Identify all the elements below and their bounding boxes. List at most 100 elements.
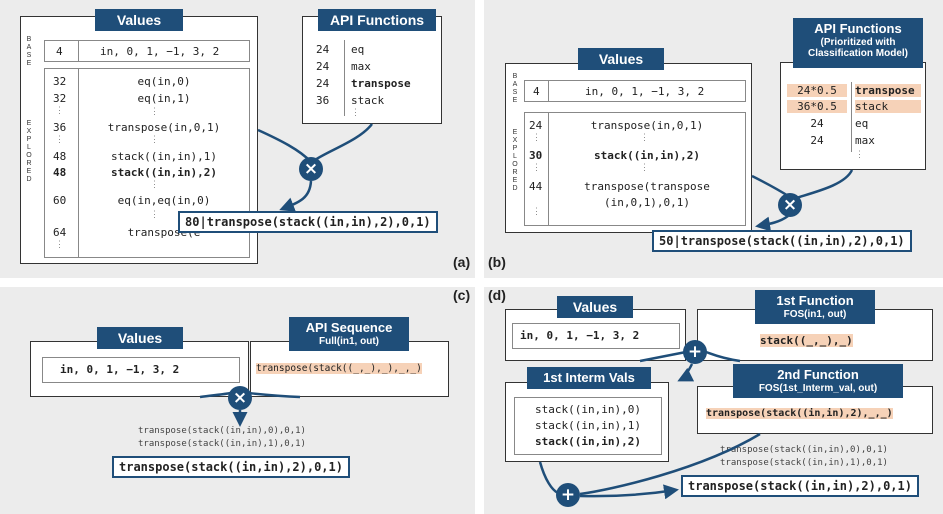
panel-d-arrow-interm-out [538, 461, 559, 495]
panel-d-values-title: Values [557, 296, 633, 318]
panel-c-seq-subtitle: Full(in1, out) [319, 336, 379, 347]
panel-b-arrow-api [795, 169, 854, 200]
panel-d-interm-row-2: stack((in,in),2) [535, 435, 641, 448]
panel-d-candidate-2: transpose(stack((in,in),1),0,1) [720, 458, 888, 468]
panel-b-result: 50|transpose(stack((in,in),2),0,1) [652, 230, 912, 252]
panel-d-f1-subtitle: FOS(in1, out) [783, 309, 847, 320]
panel-b-ellipsis-2: ⋮ [640, 163, 649, 173]
panel-b-base-values: in, 0, 1, −1, 3, 2 [585, 85, 705, 98]
panel-a-arrow-result [279, 180, 313, 212]
panel-d-interm-list [514, 397, 662, 455]
panel-b-api-cost-2: 24 [810, 117, 824, 130]
panel-a-ellipsis-0: ⋮ [55, 106, 64, 116]
panel-d-interm-row-1: stack((in,in),1) [535, 419, 641, 432]
panel-d-arrow-values [639, 350, 687, 363]
panel-d-f2-title: 2nd Function FOS(1st_Interm_val, out) [733, 364, 903, 398]
panel-b-api-name-0: transpose [855, 84, 921, 97]
panel-c-arrow-seq [247, 391, 301, 399]
panel-a-ellipsis-5: ⋮ [150, 210, 159, 220]
panel-a-base-row [44, 40, 250, 62]
panel-a-ellipsis-6: ⋮ [55, 240, 64, 250]
panel-c-result: transpose(stack((in,in),2),0,1) [112, 456, 350, 478]
panel-b-arrow-values [751, 174, 791, 199]
panel-b-cross-icon: × [778, 193, 802, 217]
panel-c-values-text: in, 0, 1, −1, 3, 2 [60, 363, 180, 376]
panel-a-api-name-2: transpose [351, 77, 411, 90]
panel-b-ellipsis-4: ⋮ [532, 207, 541, 217]
panel-a-base-cost: 4 [56, 45, 63, 58]
panel-a-result-cost: 80 [185, 215, 200, 229]
panel-b-api-subtitle-2: Classification Model) [807, 48, 908, 59]
panel-a-api-cost-3: 36 [316, 94, 330, 107]
panel-a-api-cost-2: 24 [316, 77, 330, 90]
panel-b-ellipsis-0: ⋮ [532, 133, 541, 143]
panel-b-api-box [780, 62, 926, 170]
panel-a-values-title: Values [95, 9, 183, 31]
panel-c-candidate-1: transpose(stack((in,in),0),0,1) [138, 426, 306, 436]
panel-d-arrow-interm [677, 363, 695, 382]
panel-b-api-name-2: eq [855, 117, 869, 130]
panel-a-result: 80|transpose(stack((in,in),2),0,1) [178, 211, 438, 233]
panel-b-explored-list [524, 112, 746, 226]
panel-d-arrow-f2-out [579, 432, 761, 496]
panel-b-base-cost: 4 [533, 85, 540, 98]
panel-b-api-subtitle-1: (Prioritized with [820, 37, 896, 48]
panel-label-b: (b) [488, 254, 506, 270]
panel-c-seq-title-main: API Sequence [305, 320, 393, 335]
panel-a-explored-expr-2: transpose(in,0,1) [107, 121, 221, 134]
panel-c-cross-icon: × [228, 386, 252, 410]
panel-b-explored-expr-1: stack((in,in),2) [594, 149, 700, 162]
panel-d-interm-row-0: stack((in,in),0) [535, 403, 641, 416]
panel-a-api-cost-0: 24 [316, 43, 330, 56]
panel-a-explored-cost-5: 60 [53, 194, 67, 207]
panel-a-explored-cost-0: 32 [53, 75, 67, 88]
panel-d-f2-title-main: 2nd Function [777, 367, 859, 382]
panel-b-api-name-3: max [855, 134, 875, 147]
panel-a-api-name-1: max [351, 60, 371, 73]
panel-d-f2-expr-text: transpose(stack((in,in),2),_,_) [706, 408, 893, 419]
panel-b-explored-cost-0: 24 [529, 119, 543, 132]
panel-d-f1-expr-text: stack((_,_),_) [760, 334, 853, 347]
panel-c-seq-expr: transpose(stack((_,_),_),_,_) [256, 363, 422, 374]
panel-c-seq-expr-text: transpose(stack((_,_),_),_,_) [256, 363, 422, 374]
panel-a-result-expr: transpose(stack((in,in),2),0,1) [206, 215, 431, 229]
panel-a-explored-cost-6: 64 [53, 226, 67, 239]
panel-a-api-box [302, 16, 442, 124]
panel-a-ellipsis-1: ⋮ [150, 107, 159, 117]
panel-a-arrow-api [314, 123, 373, 162]
panel-d-arrow-result [579, 484, 679, 500]
panel-a-explored-expr-5: eq(in,eq(in,0) [117, 194, 211, 207]
panel-d-f1-title-main: 1st Function [776, 293, 854, 308]
panel-a-explored-expr-4: stack((in,in),2) [111, 166, 217, 179]
panel-a-ellipsis-3: ⋮ [150, 135, 159, 145]
panel-b-base-row [524, 80, 746, 102]
panel-label-a: (a) [453, 254, 471, 270]
panel-a-explored-cost-2: 36 [53, 121, 67, 134]
panel-a-explored-expr-1: eq(in,1) [137, 92, 191, 105]
panel-b-api-name-1: stack [855, 100, 921, 113]
panel-a-api-title: API Functions [318, 9, 436, 31]
panel-a-explored-cost-3: 48 [53, 150, 67, 163]
panel-b-ellipsis-3: ⋮ [532, 163, 541, 173]
panel-a-explored-cost-4: 48 [53, 166, 67, 179]
panel-b-values-title: Values [578, 48, 664, 70]
panel-d-candidate-1: transpose(stack((in,in),0),0,1) [720, 445, 888, 455]
panel-a-ellipsis-4: ⋮ [150, 180, 159, 190]
panel-c-values-row [42, 357, 240, 383]
panel-a-ellipsis-2: ⋮ [55, 135, 64, 145]
panel-a-api-ellipsis: ⋮ [351, 108, 360, 118]
panel-a-api-cost-1: 24 [316, 60, 330, 73]
panel-b-api-title: API Functions (Prioritized with Classifi… [793, 18, 923, 68]
panel-d-result: transpose(stack((in,in),2),0,1) [681, 475, 919, 497]
panel-a-api-name-0: eq [351, 43, 365, 56]
panel-a-explored-expr-3: stack((in,in),1) [111, 150, 217, 163]
panel-d-interm-title: 1st Interm Vals [527, 367, 651, 389]
panel-a-api-name-3: stack [351, 94, 385, 107]
panel-label-c: (c) [453, 287, 471, 303]
panel-d-f1-expr: stack((_,_),_) [760, 334, 853, 347]
panel-b-explored-cost-2: 44 [529, 180, 543, 193]
panel-b-ellipsis-1: ⋮ [640, 133, 649, 143]
